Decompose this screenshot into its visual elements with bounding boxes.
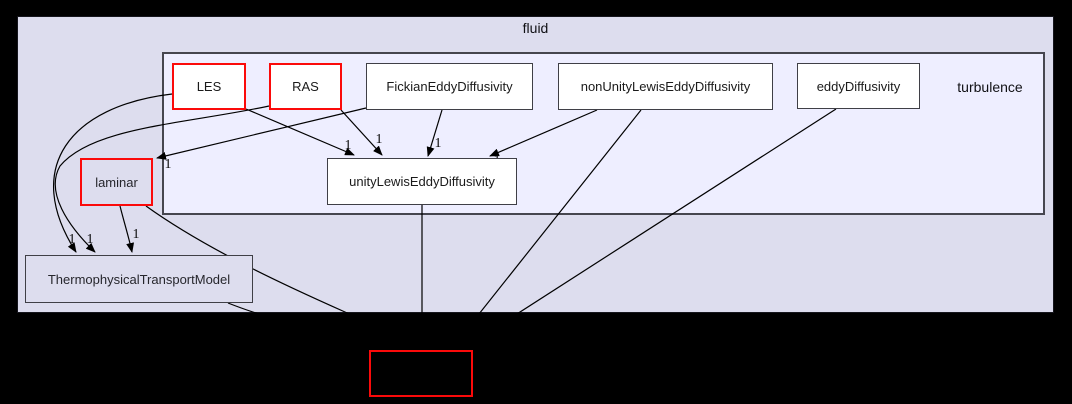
node-eddydiffusivity-label: eddyDiffusivity [816, 78, 901, 94]
node-ras-label: RAS [292, 79, 319, 94]
node-thermophysicaltransportmodel-label: ThermophysicalTransportModel [47, 271, 231, 287]
node-laminar[interactable]: laminar [80, 158, 153, 206]
node-thermophysicaltransportmodel[interactable]: ThermophysicalTransportModel [25, 255, 253, 303]
node-fickianeddydiffusivity-label: FickianEddyDiffusivity [386, 79, 513, 94]
cluster-label-fluid[interactable]: fluid [522, 20, 549, 36]
cluster-label-turbulence[interactable]: turbulence [957, 79, 1023, 95]
node-unitylewiseddydiffusivity[interactable]: unityLewisEddyDiffusivity [327, 158, 517, 205]
node-bottom-red-box[interactable] [369, 350, 473, 397]
node-laminar-label: laminar [95, 174, 138, 190]
node-nonunitylewiseddydiffusivity[interactable]: nonUnityLewisEddyDiffusivity [558, 63, 773, 110]
node-ras[interactable]: RAS [269, 63, 342, 110]
node-nonunitylewiseddydiffusivity-label: nonUnityLewisEddyDiffusivity [580, 79, 751, 94]
node-les-label: LES [196, 79, 222, 94]
node-fickianeddydiffusivity[interactable]: FickianEddyDiffusivity [366, 63, 533, 110]
node-unitylewiseddydiffusivity-label: unityLewisEddyDiffusivity [349, 174, 495, 189]
node-eddydiffusivity[interactable]: eddyDiffusivity [797, 63, 920, 109]
node-les[interactable]: LES [172, 63, 246, 110]
